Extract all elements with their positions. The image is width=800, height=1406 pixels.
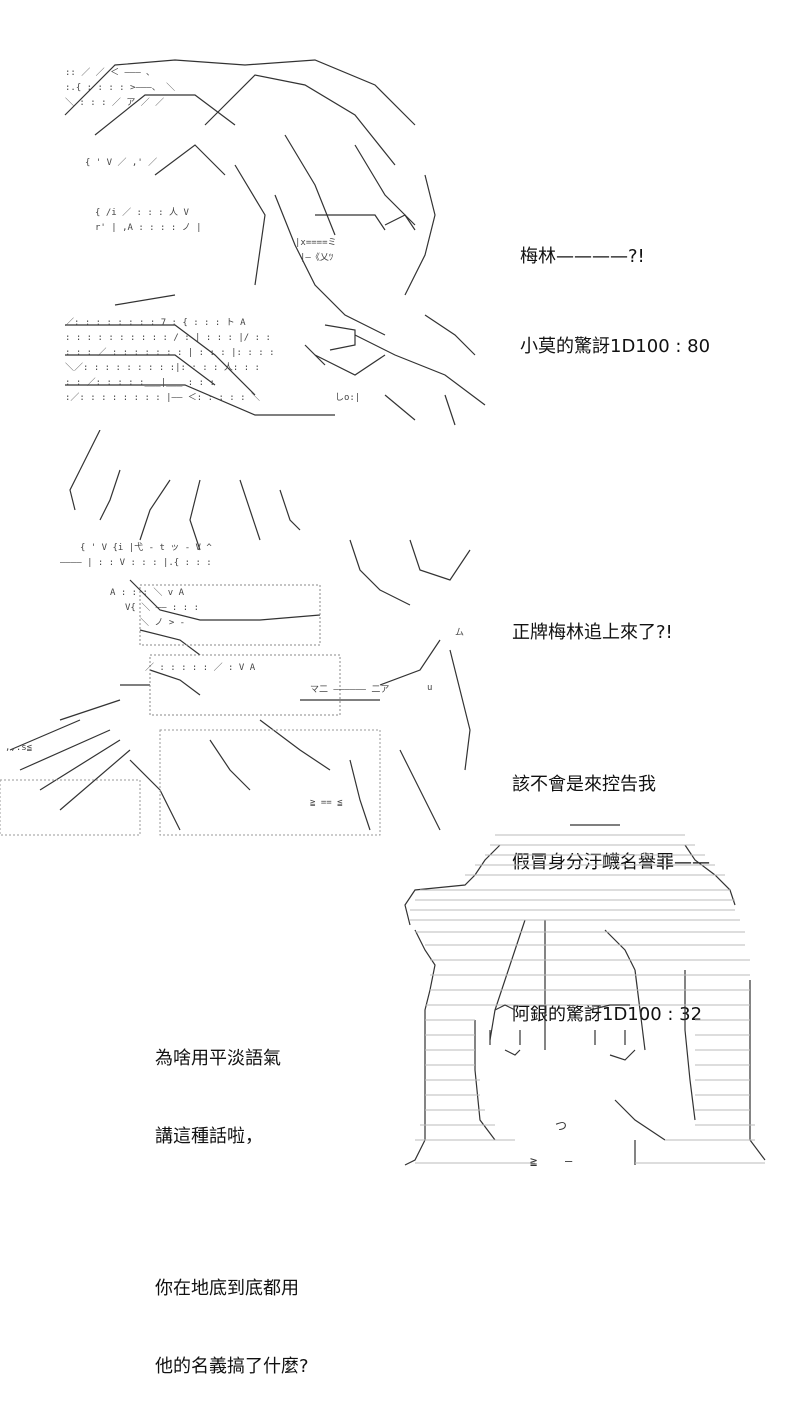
svg-text:: : : : : : : : : : / : | : :: : : : : : : : : : : / : | : : : |/ : :: [65, 333, 271, 343]
panel1-caption: 梅林————?! 小莫的驚訝1D100 : 80: [520, 192, 710, 386]
svg-text:{ ' V {i |弋 - t ッ - V ^: { ' V {i |弋 - t ッ - V ^: [80, 541, 212, 553]
svg-text:／ : : : : : ／ : V A: ／ : : : : : ／ : V A: [145, 662, 256, 673]
panel1-ascii-art: :: ／ ／ ＜ ――― ､ :.{ : : : : >―――、 ＼ ＼ : :…: [55, 55, 495, 430]
svg-text:≧ == ≦: ≧ == ≦: [310, 798, 343, 808]
panel3-line-2: 講這種話啦，: [155, 1126, 263, 1147]
panel2-line-3: 假冒身分汙衊名譽罪——: [512, 852, 710, 873]
svg-text:{ /i ／ : : : 人 V: { /i ／ : : : 人 V: [95, 207, 189, 218]
svg-text::.{ : : : : >―――、 ＼: :.{ : : : : >―――、 ＼: [65, 82, 175, 93]
svg-text:A : : : ＼ v A: A : : : ＼ v A: [110, 587, 185, 598]
panel2-line-1: 正牌梅林追上來了?!: [512, 622, 673, 643]
panel2-line-2: 該不會是來控告我: [512, 774, 656, 795]
svg-text:,,.s≦: ,,.s≦: [5, 743, 33, 753]
svg-text::: ／ ／ ＜ ――― ､: :: ／ ／ ＜ ――― ､: [65, 67, 151, 78]
panel2-mu-mark: ム: [455, 627, 464, 638]
panel3-line-4: 他的名義搞了什麼?: [155, 1356, 309, 1377]
panel1-line-exclaim: 梅林————?!: [520, 246, 645, 267]
panel3-ascii-art: つ ≧ —: [395, 820, 785, 1180]
panel3-c-mark: つ: [555, 1119, 567, 1133]
panel3-line-3: 你在地底到底都用: [155, 1278, 299, 1299]
svg-text::／: : : : : : : : |―― ＜: : : :: :／: : : : : : : : |―― ＜: : : : : ＼: [65, 392, 260, 403]
panel2-ascii-art: { ' V {i |弋 - t ッ - V ^ ―――― | : : V : :…: [0, 430, 500, 840]
svg-text:|―《乂ﾂ: |―《乂ﾂ: [300, 252, 334, 263]
svg-text:r' | ,A : : : : ノ |: r' | ,A : : : : ノ |: [95, 223, 202, 233]
panel1-line-roll: 小莫的驚訝1D100 : 80: [520, 336, 711, 357]
svg-text:＼ ノ > -: ＼ ノ > -: [140, 617, 185, 628]
svg-text:／: : : : : : : : 7 : { : : : ト: ／: : : : : : : : 7 : { : : : ト A: [65, 317, 246, 328]
svg-text:V{ ＼ ―― : : :: V{ ＼ ―― : : :: [125, 602, 199, 613]
panel3-eq-mark: ≧: [530, 1154, 537, 1168]
svg-text:＼ : : : ／ ア ／ ／: ＼ : : : ／ ア ／ ／: [65, 97, 164, 108]
panel3-caption: 為啥用平淡語氣 講這種話啦， 你在地底到底都用 他的名義搞了什麼?: [155, 994, 309, 1406]
svg-text:しo:|: しo:|: [335, 392, 360, 403]
svg-text:: : ／: : : : :___|___ : : :: : : ／: : : : :___|___ : : :: [65, 377, 215, 388]
svg-text:—: —: [565, 1154, 573, 1168]
svg-text:―――― | : : V : : : |.{ : : :: ―――― | : : V : : : |.{ : : :: [60, 558, 212, 568]
panel3-line-1: 為啥用平淡語氣: [155, 1048, 281, 1069]
panel2-caption: 正牌梅林追上來了?! 該不會是來控告我 假冒身分汙衊名譽罪—— 阿銀的驚訝1D1…: [512, 568, 710, 1054]
panel2-u-mark: u: [427, 683, 432, 693]
svg-text:|x====ミ: |x====ミ: [295, 238, 337, 248]
svg-text:マ二 ―――――― 二ア: マ二 ―――――― 二ア: [310, 685, 389, 695]
svg-text:{ ' V ／ ,' ／: { ' V ／ ,' ／: [85, 157, 157, 168]
svg-text:: : : ／ : : : : : : : | : : :: : : : ／ : : : : : : : | : : : |: : : :: [65, 347, 274, 358]
svg-text:＼／: : : : : : : : :|: : : : 人:: ＼／: : : : : : : : :|: : : : 人: : :: [65, 362, 260, 373]
